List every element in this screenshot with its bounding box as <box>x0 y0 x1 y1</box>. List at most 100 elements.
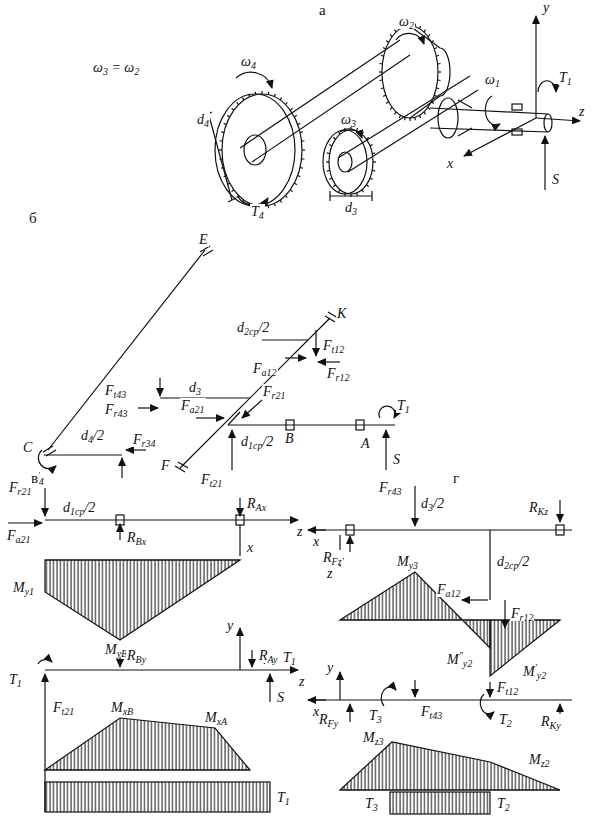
label-part: F <box>327 366 336 381</box>
shaft-diagram <box>349 536 350 552</box>
label-part: T <box>559 70 567 85</box>
label-part: T <box>365 796 373 811</box>
label-part: r12 <box>336 372 350 383</box>
label-part: r21 <box>272 390 286 401</box>
label-part: T <box>397 398 405 413</box>
gear-tooth <box>390 107 392 109</box>
label-part: x <box>313 534 319 549</box>
gear-tooth <box>248 94 250 97</box>
label-part: 1 <box>405 404 410 415</box>
gear-tooth <box>286 102 288 104</box>
force-label: T1 <box>396 398 411 413</box>
force-scheme <box>38 246 395 478</box>
force-label: MxA <box>204 710 228 725</box>
force-scheme <box>285 357 306 358</box>
label-part: а <box>319 2 326 18</box>
label-part: z <box>299 674 304 689</box>
force-label: Fr12 <box>326 366 350 381</box>
force-label: d1ср/2 <box>62 500 96 515</box>
shaft-diagram <box>308 486 572 814</box>
label-part: F <box>105 383 114 398</box>
label-part: x <box>247 540 253 555</box>
force-label: T1 <box>276 790 291 805</box>
label-part: S <box>393 452 400 467</box>
shaft-diagram <box>349 704 350 722</box>
label-part: F <box>379 480 388 495</box>
force-scheme <box>180 318 330 468</box>
gear-tooth <box>356 128 358 131</box>
gearbox-illustration <box>544 136 545 190</box>
label-part: T <box>9 672 17 687</box>
label-part: M <box>13 580 25 595</box>
label-part: 2 <box>505 802 510 813</box>
label-part: M <box>363 730 375 745</box>
force-label: T4 <box>250 204 265 219</box>
label-part: y <box>543 0 549 15</box>
force-label: B <box>284 431 295 446</box>
gear-tooth <box>370 145 373 147</box>
gearbox-illustration <box>538 81 556 92</box>
label-part: T <box>283 650 291 665</box>
force-label: MyB <box>104 642 128 657</box>
label-part: y <box>327 660 333 675</box>
label-part: F <box>323 338 332 353</box>
gear-tooth <box>390 34 392 36</box>
force-label: RBy <box>126 648 147 663</box>
force-label: Fr21 <box>262 384 286 399</box>
force-label: F <box>160 458 171 473</box>
gear-tooth <box>329 145 332 147</box>
label-part: ω <box>341 112 351 127</box>
gearbox-illustration <box>410 26 450 118</box>
label-part: Ky <box>550 720 561 731</box>
gear-tooth <box>302 140 305 142</box>
force-scheme <box>175 312 338 472</box>
gear-tooth <box>428 107 430 109</box>
gear-tooth <box>302 149 305 150</box>
label-part: R <box>127 530 136 545</box>
label-part: M <box>205 710 217 725</box>
gearbox-illustration <box>204 112 236 202</box>
gear-tooth <box>300 167 303 169</box>
label-part: ω <box>485 72 495 87</box>
label-part: 2ср <box>504 560 518 571</box>
gear-tooth <box>409 118 410 121</box>
gearbox-illustration <box>340 129 362 138</box>
force-label: Ft21 <box>52 700 75 715</box>
gear-tooth <box>424 112 426 115</box>
force-label: Fr12 <box>510 606 534 621</box>
label-part: t12 <box>506 686 519 697</box>
label-part: x <box>313 704 319 719</box>
gear-tooth <box>367 137 369 139</box>
label-part: xA <box>217 716 228 727</box>
label-part: 3 <box>373 802 378 813</box>
force-label: d4 <box>196 112 210 127</box>
force-label: My3 <box>396 554 419 569</box>
gear-tooth <box>438 63 441 65</box>
label-part: 2 <box>134 66 139 77</box>
force-label: T2 <box>496 796 511 811</box>
force-label: K <box>336 306 347 321</box>
force-label: Fr43 <box>378 480 402 495</box>
label-part: 4 <box>39 476 44 487</box>
shaft-diagram <box>45 669 298 670</box>
force-label: S <box>551 172 560 187</box>
gear-tooth <box>220 140 223 142</box>
shaft-diagram <box>38 660 52 664</box>
gear-tooth <box>386 102 388 104</box>
label-part: ω <box>241 54 251 69</box>
label-part: F <box>9 480 18 495</box>
gear-tooth <box>237 102 239 104</box>
gear-tooth <box>221 131 224 133</box>
label-part: Ax <box>256 502 267 513</box>
force-scheme <box>38 450 56 469</box>
shaft-diagram <box>559 500 560 522</box>
label-part <box>108 60 112 75</box>
force-label: T1 <box>558 70 573 85</box>
label-part: /2 <box>93 428 104 443</box>
gearbox-illustration <box>215 94 295 206</box>
label-part: 3 <box>352 206 357 217</box>
force-label: ω3 <box>340 112 357 127</box>
shaft-diagram <box>239 628 240 670</box>
shaft-diagram <box>414 680 415 697</box>
